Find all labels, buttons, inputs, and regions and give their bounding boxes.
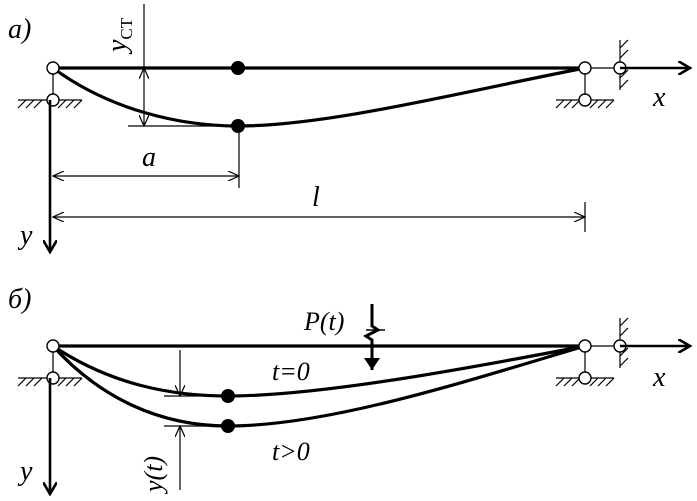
y-axis-label-a: y <box>17 220 33 251</box>
beam-deflected-a <box>52 66 586 128</box>
pin-right-bottom-a <box>578 93 592 107</box>
panel-a: а) yCT <box>8 4 690 252</box>
curve-tgt0-label: t>0 <box>272 437 310 466</box>
pin-left-top-b <box>46 339 60 353</box>
force-label: P(t) <box>303 307 344 336</box>
pin-right-top-b <box>578 339 592 353</box>
beam-deflected-t0 <box>52 344 586 398</box>
y-t-dimension: y(t) <box>139 350 228 495</box>
panel-b-label: б) <box>8 284 31 315</box>
a-dimension: a <box>53 132 239 188</box>
dim-l-label: l <box>312 182 320 213</box>
curve-t0-label: t=0 <box>272 357 310 386</box>
y-st-label: yCT <box>102 17 136 55</box>
y-axis-label-b: y <box>17 456 33 487</box>
y-t-label: y(t) <box>139 456 168 495</box>
panel-a-label: а) <box>8 14 31 45</box>
beam-deflected-tgt0 <box>51 344 586 428</box>
force-p: P(t) <box>303 304 385 370</box>
mass-rest-a <box>231 61 245 75</box>
y-st-dimension <box>128 4 238 126</box>
pin-right-top-a <box>578 61 592 75</box>
x-axis-label-b: x <box>652 362 666 393</box>
panel-b: б) <box>8 284 690 495</box>
x-axis-label-a: x <box>652 82 666 113</box>
pin-left-top-a <box>46 61 60 75</box>
l-dimension: l <box>53 182 585 232</box>
pin-right-bottom-b <box>578 371 592 385</box>
dim-a-label: a <box>142 142 156 173</box>
